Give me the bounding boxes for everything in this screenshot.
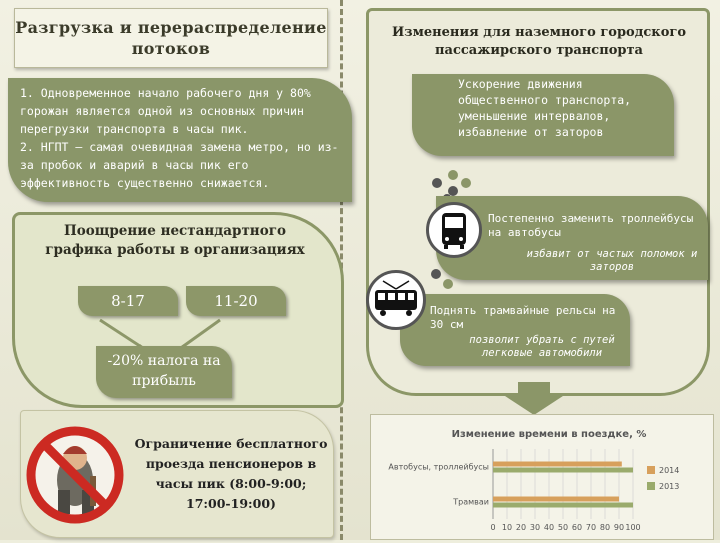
bus-note: избавит от частых поломок и заторов (526, 248, 698, 273)
chart-bar (493, 461, 622, 467)
chart-svg: Изменение времени в поездке, % 0 10 20 30 40… (388, 429, 679, 532)
tax-incentive: -20% налога на прибыль (96, 346, 232, 398)
bus-icon (426, 202, 482, 258)
tram-icon (366, 270, 426, 330)
chart-bar (493, 502, 633, 508)
chart-legend-label: 2013 (659, 482, 679, 491)
chart-legend-label: 2014 (659, 466, 679, 475)
info-box: 1. Одновременное начало рабочего дня у 8… (8, 78, 352, 202)
chart-category-label: Автобусы, троллейбусы (388, 463, 489, 472)
bus-text: Постепенно заменить троллейбусы на автоб… (488, 212, 694, 239)
prohibited-person-icon (26, 426, 124, 524)
pensioners-text: Ограничение бесплатного проезда пенсионе… (134, 436, 328, 511)
dots-connector-2 (431, 269, 453, 289)
tram-box: Поднять трамвайные рельсы на 30 см позво… (400, 294, 630, 366)
goal-text: Ускорение движения общественного транспо… (458, 77, 632, 139)
bus-box: Постепенно заменить троллейбусы на автоб… (436, 196, 708, 280)
down-arrow-icon (502, 382, 566, 415)
left-title: Разгрузка и перераспределение потоков (15, 18, 327, 58)
chart-tick-label: 70 (586, 523, 596, 532)
chart-category-label: Трамваи (452, 498, 489, 507)
goal-box: Ускорение движения общественного транспо… (412, 74, 674, 156)
chart-tick-label: 40 (544, 523, 554, 532)
chart-title: Изменение времени в поездке, % (452, 429, 647, 440)
chart-tick-label: 20 (516, 523, 526, 532)
chart-tick-label: 100 (625, 523, 640, 532)
chart-bar (493, 467, 633, 473)
chart-tick-label: 90 (614, 523, 624, 532)
info-line-1: 1. Одновременное начало рабочего дня у 8… (20, 86, 311, 136)
left-title-box: Разгрузка и перераспределение потоков (14, 8, 328, 68)
chart-tick-label: 10 (502, 523, 512, 532)
chart-tick-label: 30 (530, 523, 540, 532)
chart-tick-label: 60 (572, 523, 582, 532)
tram-note: позволит убрать с путей легковые автомоб… (469, 334, 615, 359)
right-title: Изменения для наземного городского пасса… (392, 25, 686, 58)
schedule-option-8-17: 8-17 (78, 286, 178, 316)
chart-tick-label: 50 (558, 523, 568, 532)
info-line-2: 2. НГПТ – самая очевидная замена метро, … (20, 140, 339, 190)
chart-container: Изменение времени в поездке, % 0 10 20 30 40… (370, 414, 714, 540)
schedule-title: Поощрение нестандартного графика работы … (45, 223, 305, 258)
chart-legend-swatch (647, 482, 655, 490)
tram-text: Поднять трамвайные рельсы на 30 см (430, 304, 616, 331)
chart-bar (493, 496, 619, 502)
chart-legend-swatch (647, 466, 655, 474)
schedule-option-11-20: 11-20 (186, 286, 286, 316)
chart-tick-label: 80 (600, 523, 610, 532)
chart-tick-label: 0 (490, 523, 495, 532)
